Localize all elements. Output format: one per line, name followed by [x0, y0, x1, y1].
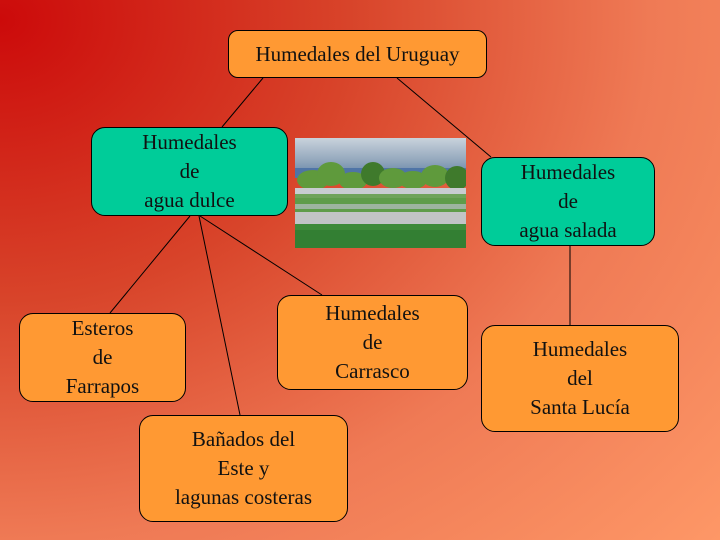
node-esteros-farrapos: Esteros de Farrapos — [19, 313, 186, 402]
node-santa-lucia: Humedales del Santa Lucía — [481, 325, 679, 432]
node-agua-dulce: Humedales de agua dulce — [91, 127, 288, 216]
node-root: Humedales del Uruguay — [228, 30, 487, 78]
node-carrasco: Humedales de Carrasco — [277, 295, 468, 390]
node-agua-salada: Humedales de agua salada — [481, 157, 655, 246]
wetland-photo — [295, 138, 466, 248]
node-banados-este: Bañados del Este y lagunas costeras — [139, 415, 348, 522]
